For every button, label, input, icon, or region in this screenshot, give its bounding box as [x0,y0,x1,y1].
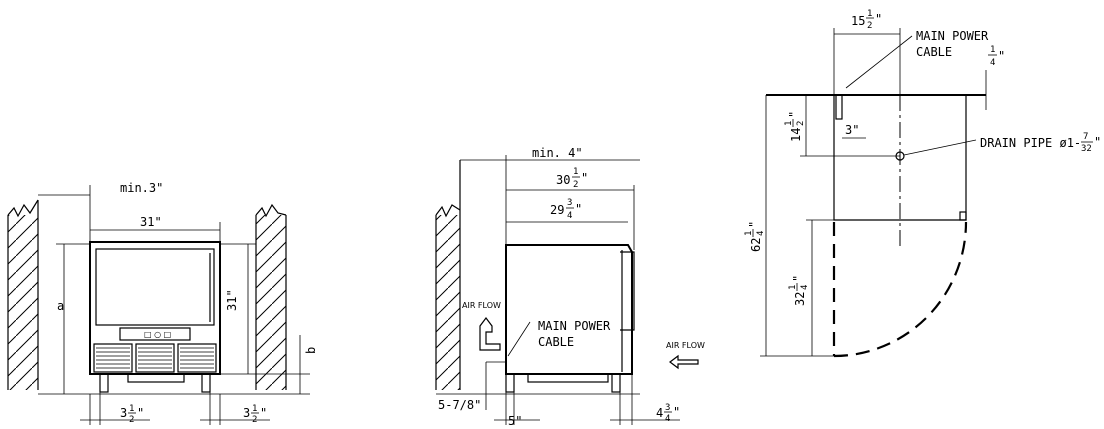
front-vents [93,343,217,373]
front-leg-num: 3 [665,403,670,413]
side-unit-body [505,244,633,375]
top-depth-den: 2 [796,121,806,126]
side-main-power-1: MAIN POWER [538,319,611,333]
front-leg-right [201,373,211,393]
quarter-unit: " [998,49,1005,63]
side-leg-front [611,373,621,393]
leg-right-whole: 3 [243,406,250,420]
top-width-whole: 15 [851,14,865,28]
right-wall-hatch [256,215,286,390]
leg-left-num: 1 [129,404,134,414]
front-leg-left [99,373,109,393]
depth-body-num: 3 [567,198,572,208]
top-total-label: 62 1 4 " [744,221,766,252]
top-total-unit: " [747,221,761,228]
drain-leader [903,139,977,156]
label-a: a [57,299,64,313]
top-width-den: 2 [867,21,872,31]
leg-right-unit: " [260,406,267,420]
leg-left-den: 2 [129,415,134,425]
top-depth-label: 14 1 2 " [784,111,806,142]
front-view: min.3" 31" □ ○ □ a 31" [7,181,318,425]
depth-total-num: 1 [573,167,578,177]
top-cable-leader [845,35,913,89]
air-flow-left-arrow [479,317,501,351]
side-min-clearance: min. 4" [532,146,583,160]
side-door-edge [620,251,635,331]
side-view: min. 4" 30 1 2 " 29 3 4 " AIR FLOW AIR F… [435,146,705,428]
side-cable-leader [507,321,531,357]
top-door-unit: " [791,275,805,282]
drain-unit: " [1094,135,1101,149]
side-leg-rear [505,373,515,393]
wall-break-right [255,203,287,218]
side-wall [435,160,461,390]
top-cable-box [835,94,843,120]
left-wall [7,200,39,390]
top-view: 15 1 2 " MAIN POWER CABLE 1 4 " 3" DRAIN… [744,9,1101,358]
depth-total-whole: 30 [556,173,570,187]
depth-total-den: 2 [573,180,578,190]
top-main-power-1: MAIN POWER [916,29,989,43]
cable-offset: 3" [845,123,859,137]
control-panel [119,327,191,341]
top-main-power-2: CABLE [916,45,952,59]
top-total-num: 1 [744,231,754,236]
top-total-whole: 62 [749,238,763,252]
side-main-power-2: CABLE [538,335,574,349]
depth-body-den: 4 [567,211,572,221]
front-height: 31" [225,289,239,311]
top-width-unit: " [875,12,882,26]
front-leg-whole: 4 [656,406,663,420]
side-wall-break [435,204,461,218]
wall-break-left [7,199,39,218]
label-b: b [304,347,318,354]
door-swing-arc [833,221,968,358]
top-door-num: 1 [788,285,798,290]
front-leg-den: 4 [665,414,670,424]
drain-den: 32 [1081,144,1092,154]
top-door-label: 32 1 4 " [788,275,810,306]
front-leg-unit: " [673,405,680,419]
drain-label: DRAIN PIPE ø1- [980,136,1081,150]
top-depth-unit: " [787,111,801,118]
leg-left-unit: " [137,406,144,420]
left-wall-hatch [8,215,38,390]
top-depth-num: 1 [784,121,794,126]
front-unit-body [89,241,221,375]
leg-right-num: 1 [252,404,257,414]
air-flow-right-arrow [669,354,699,370]
drip-tray [127,373,185,383]
front-width: 31" [140,215,162,229]
air-flow-right: AIR FLOW [666,341,705,350]
top-unit-body [833,95,967,221]
quarter-den: 4 [990,58,995,68]
top-width-num: 1 [867,9,872,19]
top-depth-whole: 14 [789,128,803,142]
depth-total-unit: " [581,171,588,185]
leg-left-whole: 3 [120,406,127,420]
top-total-den: 4 [756,231,766,236]
depth-body-whole: 29 [550,203,564,217]
top-door-den: 4 [800,285,810,290]
top-hinge [959,211,967,221]
front-min-clearance: min.3" [120,181,163,195]
cable-height: 5-7/8" [438,398,481,412]
side-drip-tray [527,373,609,383]
top-door-whole: 32 [793,292,807,306]
quarter-num: 1 [990,45,995,55]
rear-leg: 5" [508,414,522,428]
drain-num: 7 [1083,132,1088,142]
depth-body-unit: " [575,202,582,216]
control-panel-icons: □ ○ □ [144,330,171,339]
side-wall-hatch [436,215,460,390]
leg-right-den: 2 [252,415,257,425]
air-flow-left: AIR FLOW [462,301,501,310]
front-door [95,248,215,326]
